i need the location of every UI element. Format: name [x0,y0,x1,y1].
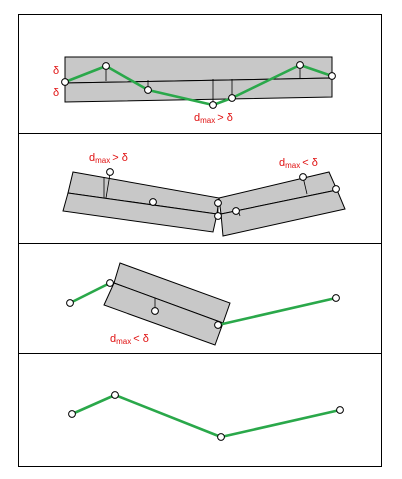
vertex [149,198,157,206]
vertex [232,207,240,215]
vertex [66,299,74,307]
vertex [61,78,69,86]
delta-label-bottom: δ [53,87,59,99]
vertex [328,72,336,80]
vertex [332,185,340,193]
vertex [106,168,114,176]
vertex [111,391,119,399]
dmax-label: dmax< δ [110,333,149,346]
panel-3: dmax< δ [66,262,340,346]
vertex [68,410,76,418]
dmax-label-right: dmax< δ [279,157,318,170]
tick [105,173,111,199]
simplified-polyline [71,393,341,439]
left-lower-band [62,192,218,233]
vertex [106,279,114,287]
vertex [299,173,307,181]
vertex [296,61,304,69]
vertex [214,212,222,220]
vertex [336,406,344,414]
right-lower-band [220,189,346,237]
tilted-lower-band [103,282,224,346]
vertex [102,62,110,70]
lower-band [64,77,333,103]
dmax-label-left: dmax> δ [89,152,128,165]
vertex [209,101,217,109]
vertex [228,94,236,102]
panel-1: δ δ dmax> δ [53,56,336,125]
delta-label-top: δ [53,65,59,77]
panel-4 [68,391,344,441]
polyline-left [69,281,111,305]
vertex [332,294,340,302]
vertex [217,433,225,441]
vertex [214,199,222,207]
polyline-right [217,296,337,327]
panel-2: dmax> δ dmax< δ [62,152,346,237]
vertex [144,86,152,94]
vertex [151,307,159,315]
dmax-label: dmax> δ [194,112,233,125]
vertex [214,321,222,329]
